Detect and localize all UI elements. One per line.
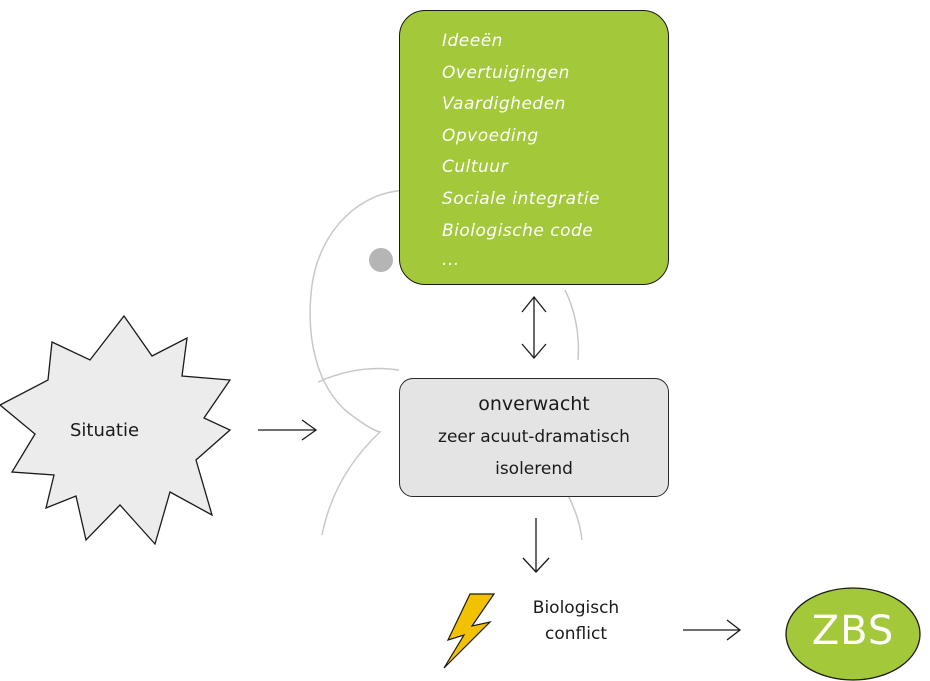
head-outline-neck — [567, 494, 583, 541]
influence-item: Vaardigheden — [442, 94, 566, 114]
quality-isolating: isolerend — [495, 459, 573, 479]
arrow-conflict-to-zbs — [683, 619, 742, 641]
quality-acute-dramatic: zeer acuut-dramatisch — [438, 427, 630, 447]
zbs-ellipse — [785, 587, 921, 681]
head-outline-front — [309, 189, 411, 536]
influence-item: Opvoeding — [442, 126, 539, 146]
influence-item: Overtuigingen — [442, 63, 570, 83]
head-outline-back — [564, 289, 580, 361]
influence-item: Sociale integratie — [442, 189, 600, 209]
influence-item: Cultuur — [442, 157, 509, 177]
arrow-down-to-conflict — [522, 518, 550, 573]
quality-unexpected: onverwacht — [478, 393, 590, 415]
situation-star — [0, 314, 232, 546]
zbs-label: ZBS — [811, 608, 895, 654]
head-outline-jaw — [317, 367, 400, 383]
influence-item: ... — [442, 250, 460, 270]
lightning-icon — [443, 593, 496, 669]
influence-item: Ideeën — [442, 31, 503, 51]
head-silhouette — [309, 189, 583, 541]
conflict-label-line2: conflict — [545, 624, 607, 644]
qualities-box — [399, 378, 669, 497]
double-arrow-vertical — [521, 295, 547, 359]
influence-item: Biologische code — [442, 221, 594, 241]
influences-box — [399, 10, 669, 285]
conflict-label-line1: Biologisch — [532, 598, 620, 618]
arrow-situation-to-mind — [258, 419, 318, 441]
head-dot — [369, 248, 393, 272]
situation-label: Situatie — [70, 420, 140, 441]
